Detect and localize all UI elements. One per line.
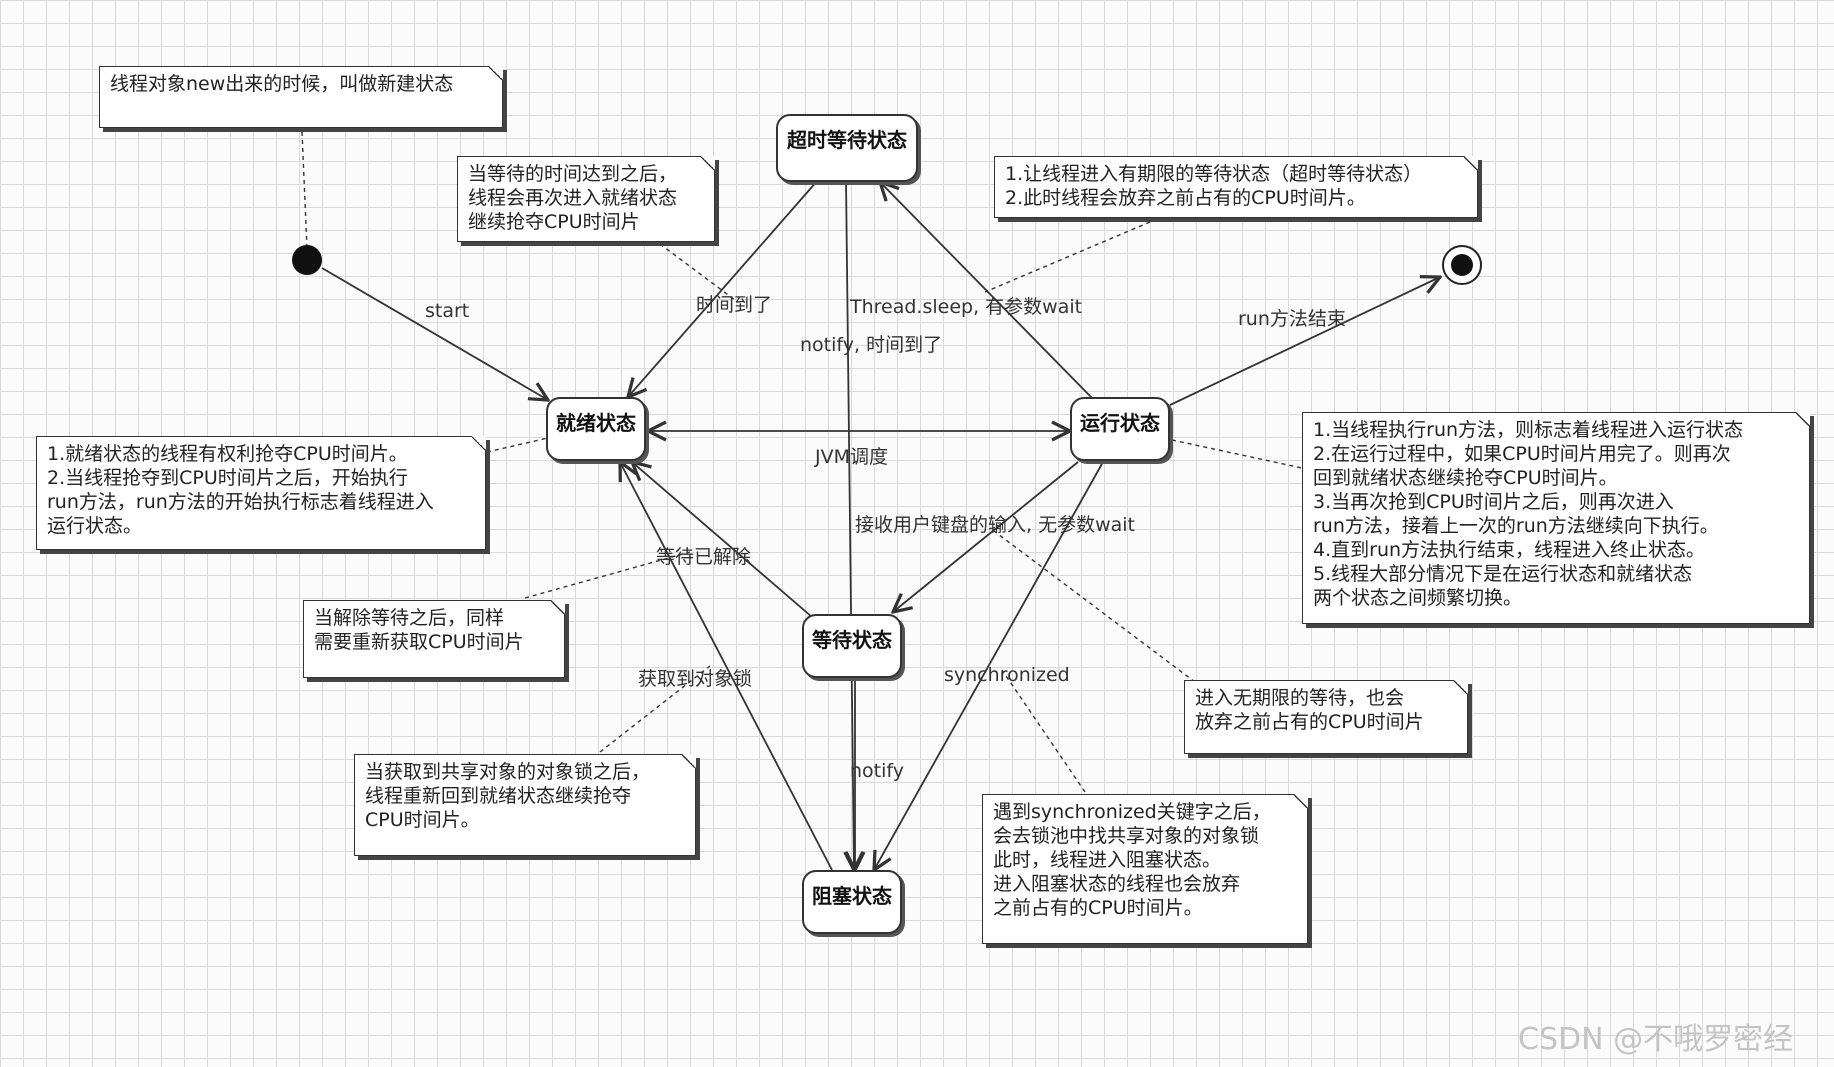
note-synchronized: 遇到synchronized关键字之后， 会去锁池中找共享对象的对象锁 此时，线… bbox=[982, 794, 1308, 944]
timeout-transition-line bbox=[628, 179, 819, 397]
label-keyboard-wait: 接收用户键盘的输入, 无参数wait bbox=[855, 514, 1135, 536]
label-notify: notify bbox=[850, 760, 904, 782]
wait-released-transition-line bbox=[632, 462, 813, 618]
run-end-transition-line bbox=[1169, 277, 1440, 406]
initial-state-dot bbox=[292, 245, 322, 275]
label-wait-released: 等待已解除 bbox=[656, 546, 752, 568]
synchronized-transition-line bbox=[874, 461, 1104, 870]
state-timed-waiting: 超时等待状态 bbox=[776, 114, 918, 182]
sleep-transition-line bbox=[880, 182, 1093, 399]
label-jvm: JVM调度 bbox=[815, 446, 888, 468]
final-state-dot bbox=[1451, 254, 1473, 276]
label-sleep-wait: Thread.sleep, 有参数wait bbox=[850, 296, 1083, 318]
note-ready-desc: 1.就绪状态的线程有权利抢夺CPU时间片。 2.当线程抢夺到CPU时间片之后，开… bbox=[36, 436, 486, 550]
notify-timeout-transition-line bbox=[846, 179, 854, 870]
state-ready: 就绪状态 bbox=[546, 397, 646, 461]
label-timeout: 时间到了 bbox=[696, 294, 773, 316]
label-notify-timeout: notify, 时间到了 bbox=[800, 334, 943, 356]
note-lock-acquired: 当获取到共享对象的对象锁之后， 线程重新回到就绪状态继续抢夺 CPU时间片。 bbox=[354, 754, 696, 856]
label-synchronized: synchronized bbox=[944, 664, 1070, 686]
state-blocked: 阻塞状态 bbox=[802, 870, 902, 934]
note-timed-wait-enter: 1.让线程进入有期限的等待状态（超时等待状态） 2.此时线程会放弃之前占有的CP… bbox=[994, 156, 1478, 218]
watermark: CSDN @不哦罗密经 bbox=[1518, 1022, 1794, 1057]
state-running: 运行状态 bbox=[1070, 397, 1170, 461]
note-timeout-back: 当等待的时间达到之后， 线程会再次进入就绪状态 继续抢夺CPU时间片 bbox=[457, 156, 715, 242]
note-indefinite-wait: 进入无期限的等待，也会 放弃之前占有的CPU时间片 bbox=[1184, 680, 1468, 754]
label-start: start bbox=[425, 300, 470, 322]
note-connectors bbox=[301, 131, 1303, 793]
lock-acquired-transition-line bbox=[620, 462, 833, 871]
label-run-end: run方法结束 bbox=[1238, 308, 1346, 330]
keyboard-wait-transition-line bbox=[893, 461, 1079, 612]
note-wait-released: 当解除等待之后，同样 需要重新获取CPU时间片 bbox=[303, 600, 565, 678]
label-lock-acquired: 获取到对象锁 bbox=[638, 668, 753, 690]
start-transition-line bbox=[321, 267, 548, 400]
note-running-desc: 1.当线程执行run方法，则标志着线程进入运行状态 2.在运行过程中，如果CPU… bbox=[1302, 412, 1810, 624]
note-new-state: 线程对象new出来的时候，叫做新建状态 bbox=[99, 66, 503, 128]
state-waiting: 等待状态 bbox=[802, 614, 902, 678]
